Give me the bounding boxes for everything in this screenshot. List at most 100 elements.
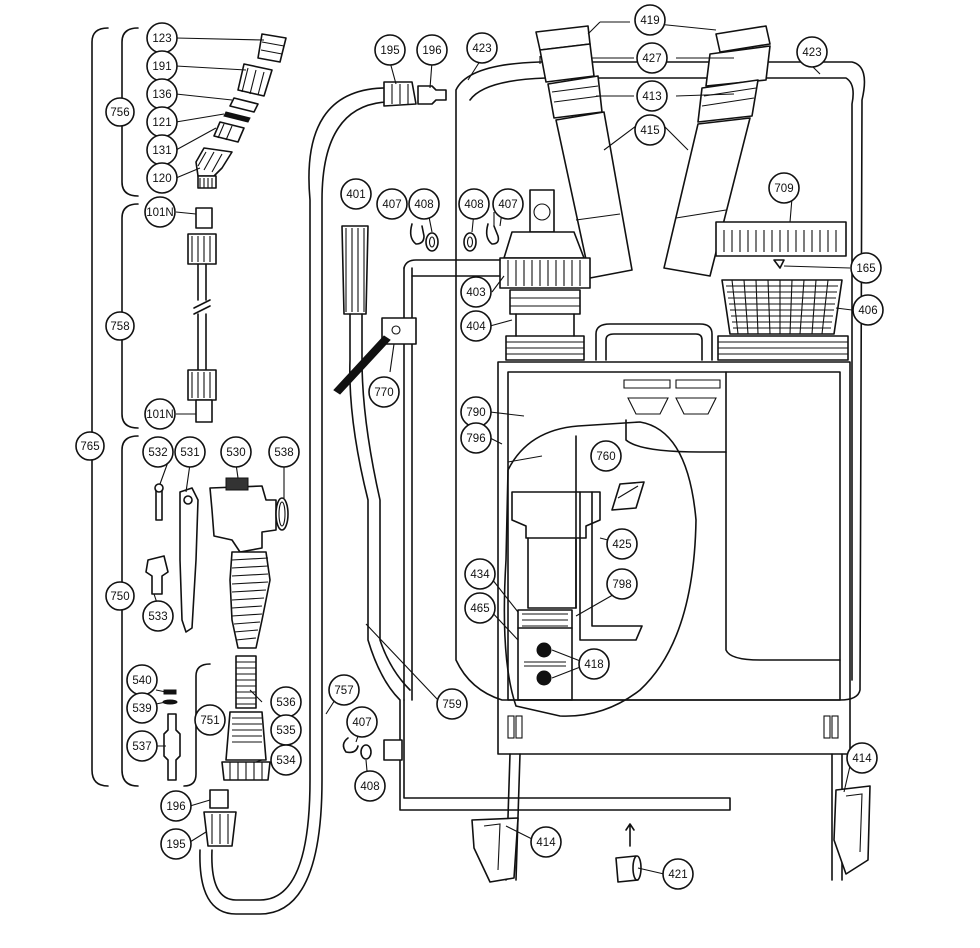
trigger-handle	[145, 477, 289, 649]
callout-539: 539	[126, 692, 158, 724]
svg-text:101N: 101N	[146, 409, 174, 421]
callout-414-left: 414	[530, 826, 562, 858]
svg-text:101N: 101N	[146, 207, 174, 219]
svg-text:196: 196	[166, 801, 185, 813]
callout-123: 123	[146, 22, 178, 54]
svg-text:465: 465	[470, 603, 489, 615]
svg-text:765: 765	[80, 441, 99, 453]
callout-415: 415	[634, 114, 666, 146]
svg-text:538: 538	[274, 447, 293, 459]
callout-419: 419	[634, 4, 666, 36]
svg-text:406: 406	[858, 305, 877, 317]
callout-530: 530	[220, 436, 252, 468]
callout-196-bottom: 196	[160, 790, 192, 822]
callout-136: 136	[146, 78, 178, 110]
svg-text:404: 404	[466, 321, 486, 333]
shoulder-straps	[535, 25, 771, 279]
nozzle-assembly	[195, 33, 287, 189]
svg-text:414: 414	[852, 753, 872, 765]
callout-101n-bottom: 101N	[144, 398, 176, 430]
callout-532: 532	[142, 436, 174, 468]
svg-text:539: 539	[132, 703, 151, 715]
svg-text:418: 418	[584, 659, 603, 671]
svg-text:534: 534	[276, 755, 296, 767]
svg-text:798: 798	[612, 579, 631, 591]
callout-796: 796	[460, 422, 492, 454]
callout-536: 536	[270, 686, 302, 718]
callout-407-bottom: 407	[346, 706, 378, 738]
svg-text:760: 760	[596, 451, 615, 463]
clips-orings	[342, 223, 500, 760]
callout-425: 425	[606, 528, 638, 560]
svg-text:423: 423	[802, 47, 821, 59]
callout-120: 120	[146, 162, 178, 194]
callout-798: 798	[606, 568, 638, 600]
callout-540: 540	[126, 664, 158, 696]
svg-text:531: 531	[180, 447, 199, 459]
svg-text:195: 195	[380, 45, 399, 57]
svg-text:401: 401	[346, 189, 365, 201]
callout-434: 434	[464, 558, 496, 590]
svg-text:796: 796	[466, 433, 485, 445]
callout-408-bottom: 408	[354, 770, 386, 802]
callout-759: 759	[436, 688, 468, 720]
pump-top	[499, 189, 591, 337]
svg-text:759: 759	[442, 699, 461, 711]
svg-text:408: 408	[414, 199, 433, 211]
svg-text:757: 757	[334, 685, 353, 697]
svg-text:532: 532	[148, 447, 167, 459]
svg-text:758: 758	[110, 321, 129, 333]
svg-text:191: 191	[152, 61, 171, 73]
svg-text:403: 403	[466, 287, 485, 299]
callout-407-left: 407	[376, 188, 408, 220]
callout-408-left: 408	[408, 188, 440, 220]
callout-531: 531	[174, 436, 206, 468]
callout-757: 757	[328, 674, 360, 706]
callout-770: 770	[368, 376, 400, 408]
svg-text:195: 195	[166, 839, 185, 851]
svg-text:533: 533	[148, 611, 167, 623]
svg-text:530: 530	[226, 447, 245, 459]
callout-414-right: 414	[846, 742, 878, 774]
svg-text:535: 535	[276, 725, 295, 737]
callout-538: 538	[268, 436, 300, 468]
svg-text:196: 196	[422, 45, 441, 57]
svg-text:136: 136	[152, 89, 171, 101]
callout-195-bottom: 195	[160, 828, 192, 860]
part-421	[615, 823, 642, 883]
svg-text:413: 413	[642, 91, 661, 103]
tank-cutaway	[503, 421, 697, 717]
group-label-758: 758	[105, 311, 135, 341]
callout-537: 537	[126, 730, 158, 762]
group-label-756: 756	[105, 97, 135, 127]
callout-195-top: 195	[374, 34, 406, 66]
svg-text:415: 415	[640, 125, 659, 137]
callout-196-top: 196	[416, 34, 448, 66]
pump-lever	[333, 225, 731, 811]
callout-427: 427	[636, 42, 668, 74]
group-label-765: 765	[75, 431, 105, 461]
callout-423-right: 423	[796, 36, 828, 68]
valve-parts	[162, 655, 271, 781]
svg-text:121: 121	[152, 117, 171, 129]
svg-text:165: 165	[856, 263, 875, 275]
svg-text:540: 540	[132, 675, 151, 687]
svg-text:770: 770	[374, 387, 393, 399]
svg-text:709: 709	[774, 183, 793, 195]
callout-535: 535	[270, 714, 302, 746]
svg-text:407: 407	[382, 199, 401, 211]
svg-text:434: 434	[470, 569, 490, 581]
callout-421: 421	[662, 858, 694, 890]
callout-101n-top: 101N	[144, 196, 176, 228]
svg-text:419: 419	[640, 15, 659, 27]
callout-406: 406	[852, 294, 884, 326]
callout-534: 534	[270, 744, 302, 776]
svg-text:407: 407	[352, 717, 371, 729]
svg-text:408: 408	[360, 781, 379, 793]
hose	[199, 81, 447, 915]
callout-751: 751	[194, 704, 226, 736]
svg-text:120: 120	[152, 173, 171, 185]
callout-465: 465	[464, 592, 496, 624]
callout-131: 131	[146, 134, 178, 166]
callout-408-right: 408	[458, 188, 490, 220]
